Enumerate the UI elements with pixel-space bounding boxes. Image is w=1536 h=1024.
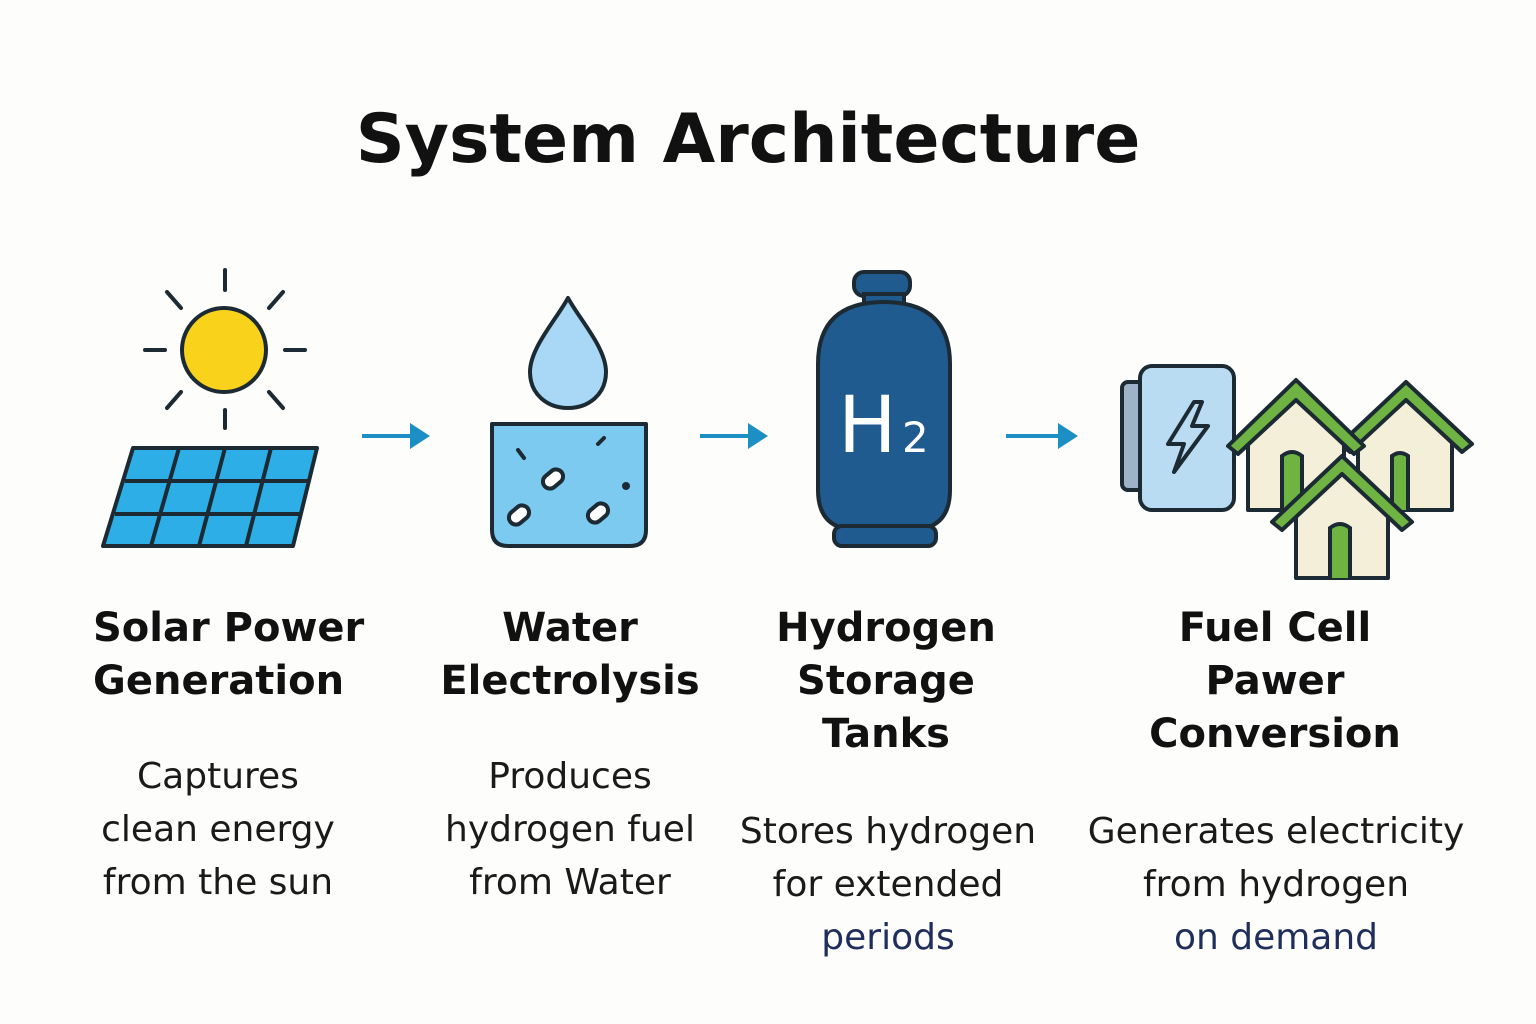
stage-title-solar: Solar Power Generation xyxy=(93,605,365,704)
water-drop-icon xyxy=(528,296,608,410)
fuel-cell-icon xyxy=(1120,364,1236,512)
stage-desc-electrolysis: Produces hydrogen fuel from Water xyxy=(445,756,695,903)
stage-desc-fuel-cell: Generates electricity from hydrogen on d… xyxy=(1087,811,1465,958)
flow-arrow-2 xyxy=(700,423,768,449)
stage-title-electrolysis: Water Electrolysis xyxy=(440,605,700,704)
flow-arrow-3 xyxy=(1006,423,1078,449)
page-title: System Architecture xyxy=(355,100,1141,179)
sun-icon xyxy=(180,306,268,394)
house-icon xyxy=(1270,454,1414,580)
fuel-cell-houses-icon xyxy=(1120,364,1474,580)
panel-grid xyxy=(101,446,319,548)
stage-desc-storage: Stores hydrogen for extended periods xyxy=(739,811,1037,958)
solar-panel-icon xyxy=(101,268,319,548)
flow-arrow-1 xyxy=(362,423,430,449)
tank-subscript-text: 2 xyxy=(902,413,929,462)
water-electrolysis-icon xyxy=(490,296,648,548)
stage-title-fuel-cell: Fuel Cell Pawer Conversion xyxy=(1149,605,1401,757)
stage-desc-solar: Captures clean energy from the sun xyxy=(101,756,335,903)
stage-title-storage: Hydrogen Storage Tanks xyxy=(776,605,996,757)
hydrogen-tank-icon: H 2 xyxy=(816,270,952,548)
lightning-bolt-icon xyxy=(1166,400,1210,474)
tank-label-text: H xyxy=(838,381,897,471)
